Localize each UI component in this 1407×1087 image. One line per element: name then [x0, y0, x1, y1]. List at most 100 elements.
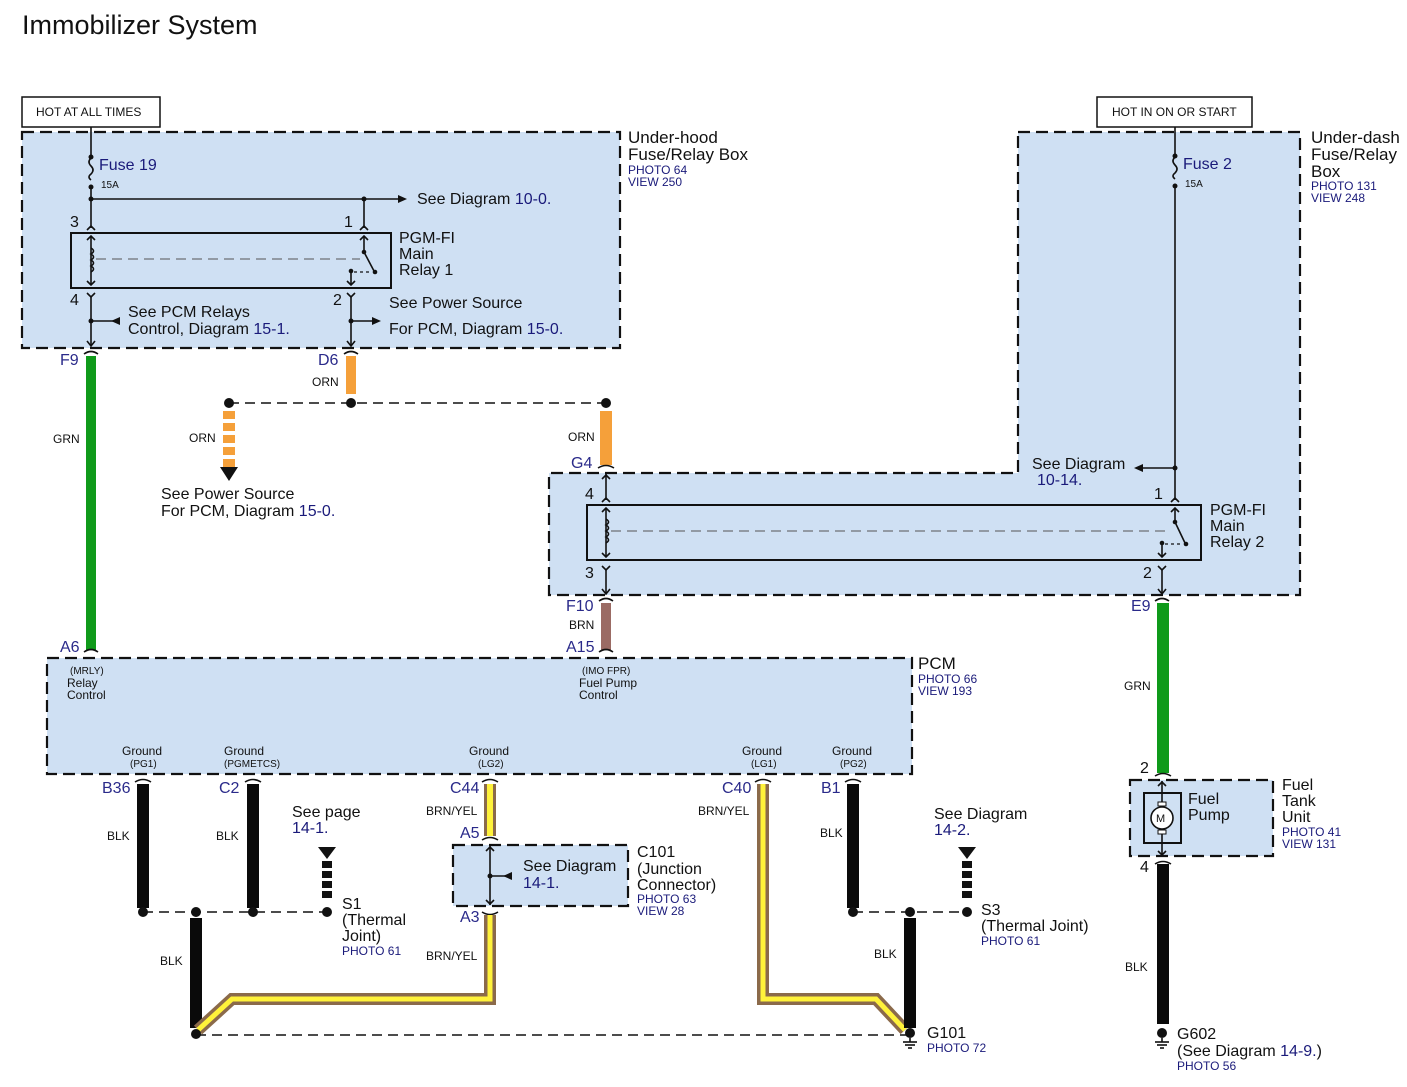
fuse-19-label: Fuse 19 — [99, 157, 157, 174]
pcm-relay-control-1: Relay — [67, 676, 98, 690]
pcm-ground-pgmetcs: Ground — [224, 744, 264, 758]
underhood-view-link[interactable]: VIEW 250 — [628, 175, 682, 189]
fuse-2-label: Fuse 2 — [1183, 156, 1232, 173]
s1-thermal-joint-dot — [322, 907, 332, 917]
relay-switch-icon — [1174, 521, 1186, 544]
wire-label-orn-g4: ORN — [568, 430, 595, 444]
pcm-ground-pgmetcs-code: (PGMETCS) — [224, 759, 280, 770]
fuel-tank-unit-name-2: Tank — [1282, 793, 1317, 810]
fuel-tank-photo-link[interactable]: PHOTO 41 — [1282, 825, 1341, 839]
underdash-fuse-relay-box — [547, 130, 1302, 597]
s1-photo-link[interactable]: PHOTO 61 — [342, 944, 401, 958]
c101-photo-link[interactable]: PHOTO 63 — [637, 892, 696, 906]
pcm-ground-pg1-code: (PG1) — [130, 759, 157, 770]
underhood-photo-link[interactable]: PHOTO 64 — [628, 163, 687, 177]
wire-label-brnyel-c40: BRN/YEL — [698, 804, 750, 818]
relay1-pin-1: 1 — [344, 214, 353, 231]
underdash-photo-link[interactable]: PHOTO 131 — [1311, 179, 1377, 193]
wire-grn-f9-a6 — [86, 356, 96, 650]
svg-text:HOT AT ALL TIMES: HOT AT ALL TIMES — [36, 105, 141, 119]
pcm-ground-pg2-code: (PG2) — [840, 759, 867, 770]
s3-see-diagram-note: See Diagram — [934, 806, 1027, 823]
wire-blk-b36 — [137, 784, 149, 908]
underhood-fuse-relay-box — [20, 130, 622, 350]
connector-b1: B1 — [821, 780, 841, 797]
s1-line1: (Thermal — [342, 912, 406, 929]
wire-label-blk-g602: BLK — [1125, 960, 1148, 974]
arrow-left-icon — [1134, 464, 1143, 472]
s3-photo-link[interactable]: PHOTO 61 — [981, 934, 1040, 948]
relay2-label-1: PGM-FI — [1210, 502, 1266, 519]
orn-branch-note-1: See Power Source — [161, 486, 295, 503]
s3-see-diagram-ref[interactable]: 14-2. — [934, 822, 970, 839]
underhood-box-name-2: Fuse/Relay Box — [628, 145, 748, 164]
fuel-tank-unit-name-1: Fuel — [1282, 777, 1313, 794]
pcm-relays-note-2: Control, Diagram 15-1. — [128, 321, 290, 338]
fuel-tank-unit-box: M — [1128, 778, 1275, 858]
relay-coil-icon — [89, 247, 95, 273]
see-diagram-10-0-note: See Diagram 10-0. — [417, 191, 551, 208]
relay2-label-3: Relay 2 — [1210, 534, 1264, 551]
wire-brn-f10-a15 — [601, 603, 611, 650]
pcm-photo-link[interactable]: PHOTO 66 — [918, 672, 977, 686]
wire-label-blk-b36: BLK — [107, 829, 130, 843]
s3-thermal-joint-dot — [962, 907, 972, 917]
fuel-tank-view-link[interactable]: VIEW 131 — [1282, 837, 1336, 851]
underdash-box-name-3: Box — [1311, 162, 1341, 181]
fuel-pump-pin-4: 4 — [1140, 859, 1149, 876]
c101-name: C101 — [637, 844, 675, 861]
underdash-view-link[interactable]: VIEW 248 — [1311, 191, 1365, 205]
svg-text:HOT IN ON OR START: HOT IN ON OR START — [1112, 105, 1237, 119]
pcm-imo-fpr-code: (IMO FPR) — [582, 666, 630, 677]
power-source-note-1: See Power Source — [389, 295, 523, 312]
wire-label-brnyel-a3: BRN/YEL — [426, 949, 478, 963]
relay-switch-icon — [363, 251, 375, 272]
relay2-pin-1: 1 — [1154, 486, 1163, 503]
connector-e9: E9 — [1131, 598, 1151, 615]
arrow-right-icon — [398, 195, 407, 203]
relay2-pin-4: 4 — [585, 486, 594, 503]
fuel-pump-pin-2: 2 — [1140, 760, 1149, 777]
relay1-pin-4: 4 — [70, 292, 79, 309]
g602-photo-link[interactable]: PHOTO 56 — [1177, 1059, 1236, 1073]
wire-orn-branch — [220, 411, 238, 481]
g101-photo-link[interactable]: PHOTO 72 — [927, 1041, 986, 1055]
s1-see-page-note: See page — [292, 804, 361, 821]
c101-see-diagram: See Diagram — [523, 858, 616, 875]
relay1-label-3: Relay 1 — [399, 262, 453, 279]
splice-dot — [601, 398, 611, 408]
connector-a6: A6 — [60, 639, 80, 656]
s1-name: S1 — [342, 896, 362, 913]
relay1-pin-2: 2 — [333, 292, 342, 309]
pcm-ground-lg1-code: (LG1) — [751, 759, 777, 770]
wire-label-blk-c2: BLK — [216, 829, 239, 843]
relay2-pin-2: 2 — [1143, 565, 1152, 582]
pgm-fi-main-relay-1 — [70, 232, 392, 289]
s1-see-page-ref[interactable]: 14-1. — [292, 820, 328, 837]
connector-g4: G4 — [571, 455, 592, 472]
relay1-pin-3: 3 — [70, 214, 79, 231]
arrow-left-icon — [111, 317, 120, 325]
wire-blk-s3-g101 — [904, 918, 916, 1028]
connector-a3: A3 — [460, 909, 480, 926]
c101-view-link[interactable]: VIEW 28 — [637, 904, 685, 918]
pcm-box — [45, 656, 914, 776]
c101-line1: (Junction — [637, 861, 702, 878]
fuel-pump-label-1: Fuel — [1188, 791, 1219, 808]
wire-orn-d6 — [346, 356, 356, 394]
wire-label-grn-right: GRN — [1124, 679, 1151, 693]
pcm-name: PCM — [918, 654, 956, 673]
relay2-pin-3: 3 — [585, 565, 594, 582]
connector-f10: F10 — [566, 598, 594, 615]
wire-label-blk-b1: BLK — [820, 826, 843, 840]
hot-at-all-times-label: HOT AT ALL TIMES — [21, 96, 161, 128]
pcm-view-link[interactable]: VIEW 193 — [918, 684, 972, 698]
wire-label-orn: ORN — [312, 375, 339, 389]
pcm-ground-lg1: Ground — [742, 744, 782, 758]
wire-label-brnyel-c44: BRN/YEL — [426, 804, 478, 818]
wire-label-blk-s3: BLK — [874, 947, 897, 961]
arrow-right-icon — [372, 317, 381, 325]
g101-name: G101 — [927, 1025, 966, 1042]
fuel-tank-unit-name-3: Unit — [1282, 809, 1311, 826]
c101-see-diagram-ref[interactable]: 14-1. — [523, 875, 559, 892]
